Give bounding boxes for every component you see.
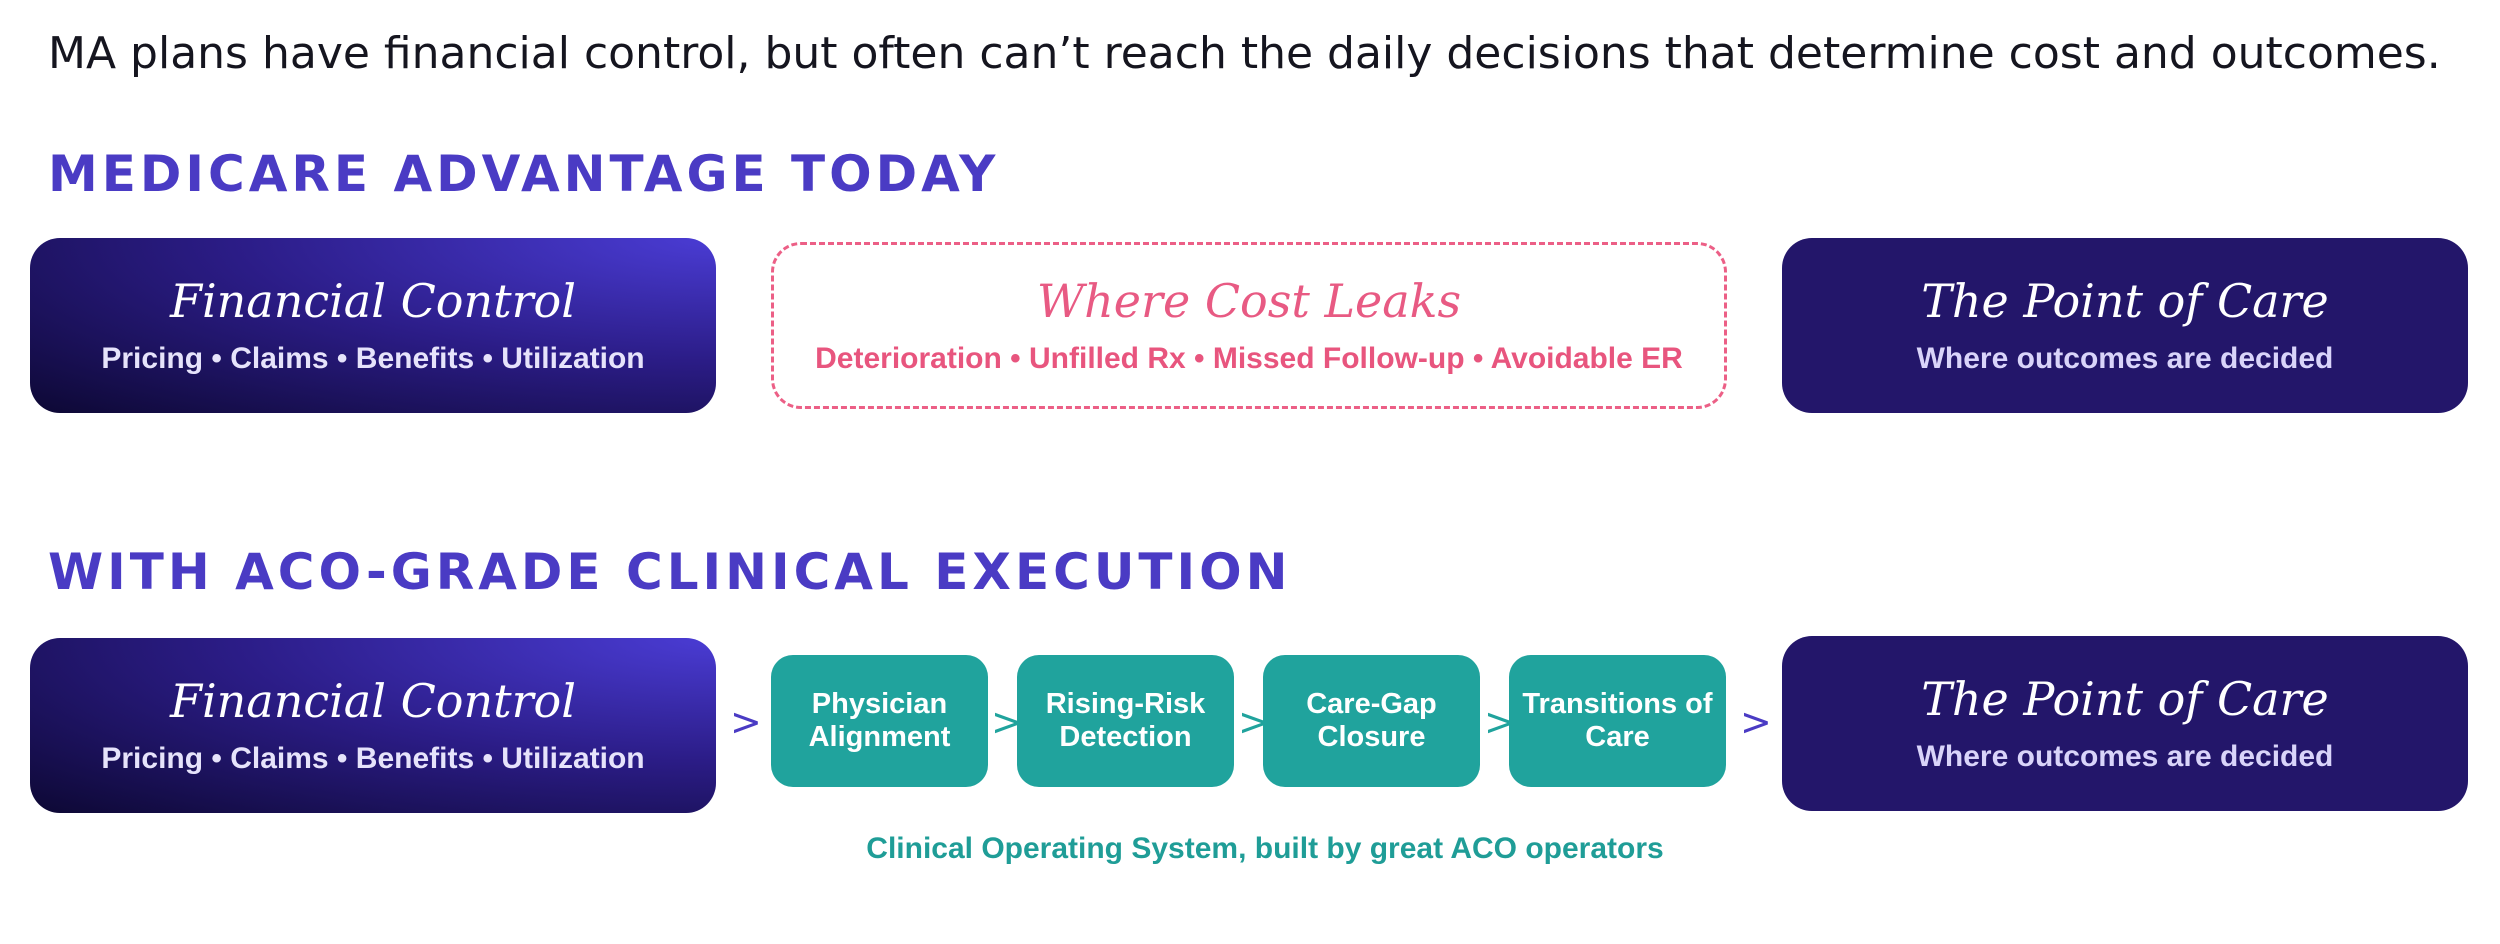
section-title-aco: WITH ACO-GRADE CLINICAL EXECUTION — [48, 543, 1292, 601]
financial-control-subtitle: Pricing • Claims • Benefits • Utilizatio… — [101, 341, 645, 375]
flow-arrow-icon: > — [730, 700, 762, 744]
section-title-today: MEDICARE ADVANTAGE TODAY — [48, 145, 1000, 203]
step-care-gap-closure: Care-Gap Closure — [1263, 655, 1480, 787]
financial-control-title-aco: Financial Control — [170, 674, 576, 729]
point-of-care-box: The Point of Care Where outcomes are dec… — [1782, 238, 2468, 413]
financial-control-box: Financial Control Pricing • Claims • Ben… — [30, 238, 716, 413]
clinical-os-caption: Clinical Operating System, built by grea… — [866, 832, 1664, 865]
point-of-care-title-aco: The Point of Care — [1921, 672, 2329, 727]
cost-leaks-subtitle: Deterioration • Unfilled Rx • Missed Fol… — [815, 341, 1683, 375]
step-physician-alignment: Physician Alignment — [771, 655, 988, 787]
point-of-care-title: The Point of Care — [1921, 274, 2329, 329]
cost-leaks-title: Where Cost Leaks — [1036, 274, 1462, 329]
financial-control-title: Financial Control — [170, 274, 576, 329]
step-transitions-of-care: Transitions of Care — [1509, 655, 1726, 787]
headline: MA plans have financial control, but oft… — [48, 28, 2441, 79]
step-rising-risk-detection: Rising-Risk Detection — [1017, 655, 1234, 787]
financial-control-subtitle-aco: Pricing • Claims • Benefits • Utilizatio… — [101, 741, 645, 775]
financial-control-box-aco: Financial Control Pricing • Claims • Ben… — [30, 638, 716, 813]
point-of-care-box-aco: The Point of Care Where outcomes are dec… — [1782, 636, 2468, 811]
point-of-care-subtitle: Where outcomes are decided — [1916, 341, 2334, 375]
flow-arrow-icon: > — [1740, 700, 1772, 744]
point-of-care-subtitle-aco: Where outcomes are decided — [1916, 739, 2334, 773]
cost-leaks-box: Where Cost Leaks Deterioration • Unfille… — [771, 242, 1727, 409]
